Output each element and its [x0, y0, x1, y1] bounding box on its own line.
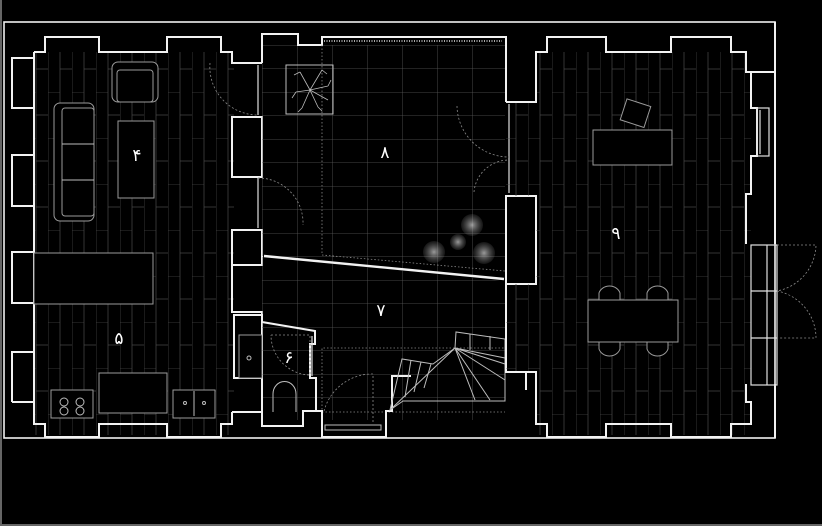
door-swing-courtyard-2: [473, 159, 510, 193]
courtyard: ۸: [261, 33, 537, 285]
courtyard-inner-outline: [321, 45, 506, 272]
left-wing: ۴ ۵: [11, 36, 304, 438]
stair-treads: [404, 334, 506, 401]
burner-4: [75, 406, 85, 416]
shrub-4: [473, 242, 495, 264]
entry-hall: ۶ ۷: [233, 257, 527, 438]
room-label-7: ۷: [376, 301, 385, 321]
right-outer-wall: [751, 22, 776, 438]
pier-3: [505, 195, 537, 285]
bathroom-wall: [233, 314, 317, 427]
dining-chair-1: [598, 285, 621, 302]
dining-chair-3: [598, 341, 621, 357]
room-label-6: ۶: [284, 348, 293, 368]
desk-chair: [619, 98, 652, 129]
shower-drain: [246, 355, 252, 361]
door-swing-left-1: [209, 62, 259, 116]
hall-floor-grid: [262, 257, 505, 420]
right-wing: ۹: [506, 22, 817, 438]
dining-table: [587, 299, 679, 343]
stove: [50, 389, 94, 419]
left-wing-outer-wall: [12, 52, 233, 438]
stair-outline: [389, 331, 506, 412]
armchair: [111, 61, 159, 103]
room-label-9: ۹: [611, 224, 620, 244]
tree: [285, 64, 334, 115]
sofa-seat: [61, 107, 95, 217]
pier-1: [231, 116, 263, 178]
entrance-wall: [316, 375, 411, 438]
entrance-threshold: [324, 424, 382, 431]
burner-1: [59, 397, 69, 407]
stove-body: [50, 389, 94, 419]
french-door-frame: [750, 244, 778, 386]
tree-planter: [285, 64, 334, 115]
coffee-table: [117, 120, 155, 199]
courtyard-top-wall: [261, 33, 507, 102]
desk: [592, 129, 673, 166]
sofa: [53, 102, 95, 222]
staircase: [389, 331, 506, 412]
door-swing-french-2: [776, 290, 817, 339]
dining-chair-2: [646, 285, 669, 302]
courtyard-floor-grid: [262, 45, 505, 280]
room-label-4: ۴: [132, 146, 141, 166]
door-swing-entrance: [323, 373, 374, 424]
right-wing-wall: [506, 36, 758, 438]
sloped-glazing: [263, 254, 505, 281]
dining-chair-4: [646, 341, 669, 357]
hall-inner-outline: [321, 347, 505, 413]
connector-floor-tiles: [506, 102, 536, 196]
kitchen-island: [33, 252, 154, 305]
burner-3: [59, 406, 69, 416]
door-swing-french-1: [776, 244, 817, 292]
french-doors: [750, 244, 817, 386]
shrub-2: [450, 234, 466, 250]
door-swing-bathroom: [270, 334, 311, 376]
dining-set: [587, 285, 679, 357]
stair-handrail: [389, 347, 456, 411]
drain-2: [202, 401, 206, 405]
armchair-seat: [116, 69, 154, 103]
drain-1: [183, 401, 187, 405]
door-swing-courtyard-1: [456, 105, 510, 158]
kitchen-counter-middle: [98, 372, 168, 414]
burner-2: [75, 397, 85, 407]
double-sink: [172, 389, 216, 419]
toilet: [272, 380, 297, 412]
window-right: [756, 107, 770, 157]
room-label-5: ۵: [114, 329, 123, 349]
connector-floor-tiles-lower: [506, 284, 536, 372]
shrub-1: [423, 241, 445, 263]
shrub-3: [461, 214, 483, 236]
tree-icon: [291, 69, 332, 113]
pier-2: [231, 229, 263, 266]
room-label-8: ۸: [380, 143, 389, 163]
